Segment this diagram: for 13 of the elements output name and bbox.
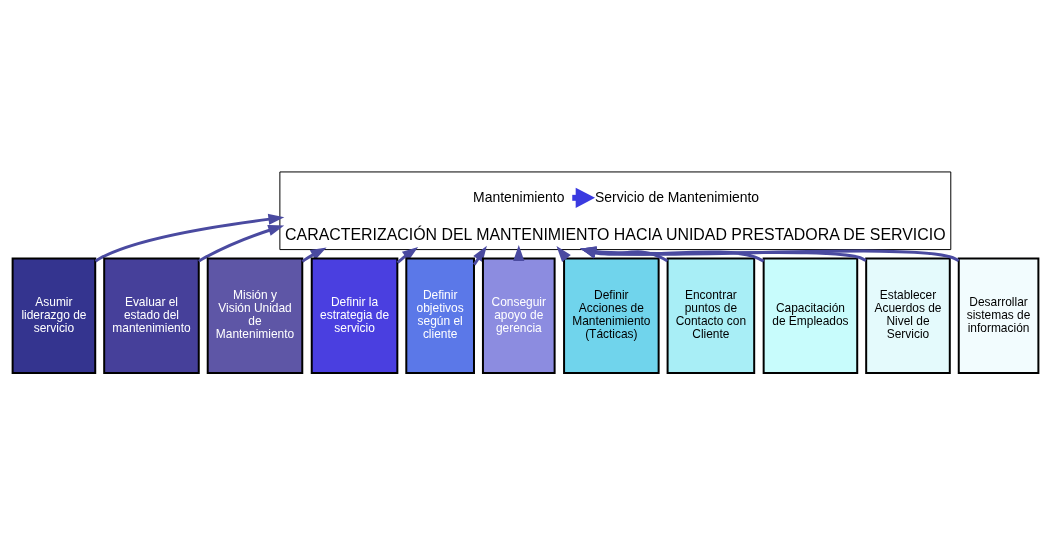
node-box: Definir objetivos según el cliente [405,257,475,374]
node-box: Capacitación de Empleados [762,257,859,374]
node-box: Encontrar puntos de Contacto con Cliente [666,257,756,374]
node-box: Definir la estrategia de servicio [310,257,399,374]
arrow [198,225,285,263]
node-box: Evaluar el estado del mantenimiento [103,257,200,374]
node-text: Mantenimiento [473,188,565,205]
node-box: Establecer Acuerdos de Nivel de Servicio [865,257,951,374]
node-box: Misión y Visión Unidad de Mantenimiento [206,257,304,374]
node-box: Desarrollar sistemas de información [957,257,1040,374]
node-text: Servicio de Mantenimiento [595,188,760,205]
arrow [94,213,285,263]
node-box: Asumir liderazgo de servicio [11,257,97,374]
